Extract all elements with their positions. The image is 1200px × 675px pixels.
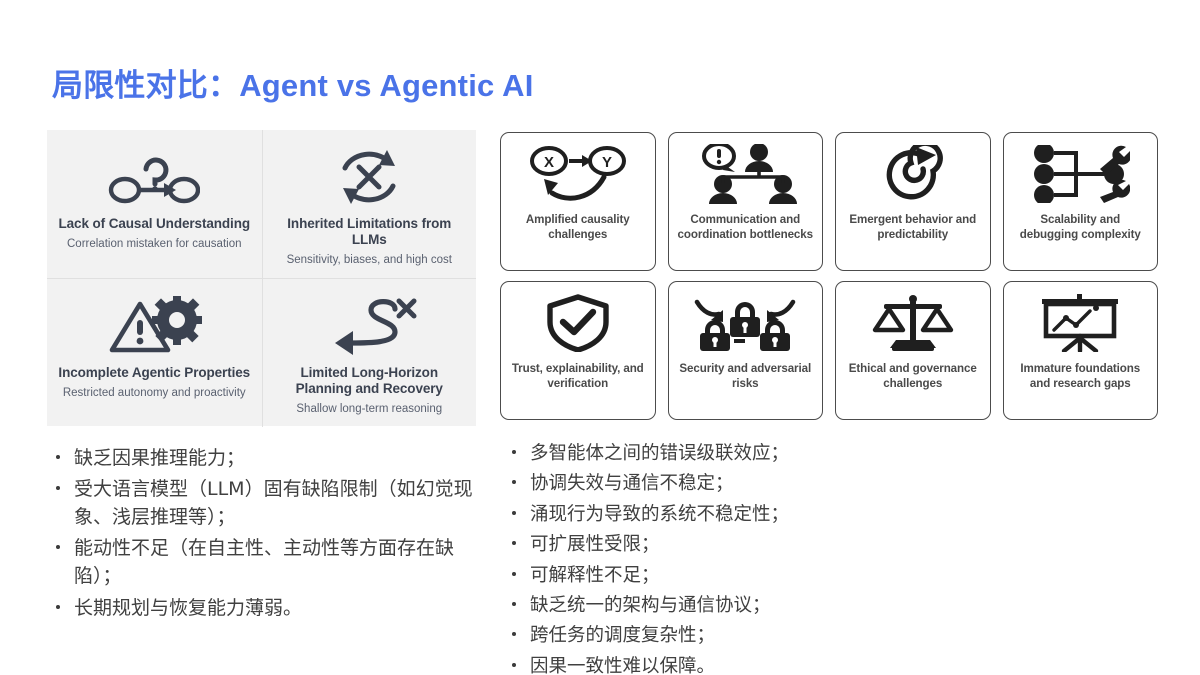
challenge-label-7: Immature foundations and research gaps: [1020, 362, 1141, 391]
agent-limitation-subtitle-3: Shallow long-term reasoning: [296, 403, 443, 416]
challenge-label-4: Trust, explainability, and verification: [511, 362, 644, 391]
causal-arrow-question-icon: [108, 144, 201, 210]
bullet-text: 受大语言模型（LLM）固有缺陷限制（如幻觉现象、浅层推理等）；: [74, 478, 473, 529]
bullet-text: 因果一致性难以保障。: [530, 655, 716, 675]
bullet-dot-icon: [512, 510, 516, 515]
challenge-label-6: Ethical and governance challenges: [848, 362, 977, 391]
bullet-text: 缺乏因果推理能力；: [74, 447, 246, 469]
challenge-card-3: Scalability and debugging complexity: [1002, 132, 1158, 271]
agent-limitation-cell-2: Incomplete Agentic Properties Restricted…: [47, 277, 262, 427]
challenge-label-1: Communication and coordination bottlenec…: [677, 213, 814, 242]
bullet-dot-icon: [56, 545, 60, 550]
challenge-label-0: Amplified causality challenges: [525, 213, 630, 242]
list-item: 跨任务的调度复杂性；: [508, 622, 928, 649]
svg-text:X: X: [544, 154, 554, 171]
challenge-label-2: Emergent behavior and predictability: [849, 213, 977, 242]
shield-check-icon: [546, 292, 610, 354]
agent-limitation-title-1: Inherited Limitations from LLMs: [287, 216, 452, 248]
bullet-dot-icon: [512, 541, 516, 546]
challenge-card-5: Security and adversarial risks: [667, 281, 823, 420]
bullet-dot-icon: [56, 486, 60, 491]
list-item: 受大语言模型（LLM）固有缺陷限制（如幻觉现象、浅层推理等）；: [52, 475, 492, 531]
challenge-card-2: Emergent behavior and predictability: [835, 132, 991, 271]
agent-limitation-title-3: Limited Long-Horizon Planning and Recove…: [295, 364, 443, 396]
balance-scales-icon: [870, 292, 956, 354]
agent-limitation-subtitle-1: Sensitivity, biases, and high cost: [286, 254, 452, 267]
padlocks-icon: [693, 292, 797, 354]
list-item: 多智能体之间的错误级联效应；: [508, 440, 928, 467]
bullet-dot-icon: [512, 480, 516, 485]
challenge-card-1: Communication and coordination bottlenec…: [667, 132, 823, 271]
bullet-dot-icon: [56, 604, 60, 609]
challenge-card-7: Immature foundations and research gaps: [1002, 281, 1158, 420]
bullet-text: 涌现行为导致的系统不稳定性；: [530, 503, 790, 525]
bullet-dot-icon: [512, 571, 516, 576]
bullet-text: 跨任务的调度复杂性；: [530, 625, 716, 647]
presentation-chart-icon: [1036, 292, 1124, 354]
page-title: 局限性对比：Agent vs Agentic AI: [52, 68, 534, 103]
bullet-text: 可解释性不足；: [530, 564, 660, 586]
agent-limitations-panel: Lack of Causal Understanding Correlation…: [47, 130, 477, 427]
list-item: 缺乏因果推理能力；: [52, 444, 492, 472]
list-item: 能动性不足（在自主性、主动性等方面存在缺陷）；: [52, 534, 492, 590]
challenge-card-4: Trust, explainability, and verification: [500, 281, 656, 420]
bullet-text: 缺乏统一的架构与通信协议；: [530, 594, 771, 616]
agentic-ai-bullet-list: 多智能体之间的错误级联效应； 协调失效与通信不稳定； 涌现行为导致的系统不稳定性…: [508, 440, 928, 675]
people-hierarchy-alert-icon: [693, 143, 798, 205]
list-item: 可解释性不足；: [508, 562, 928, 589]
bullet-text: 多智能体之间的错误级联效应；: [530, 443, 790, 464]
challenge-label-3: Scalability and debugging complexity: [1019, 213, 1141, 242]
bullet-text: 长期规划与恢复能力薄弱。: [74, 596, 303, 619]
bullet-text: 协调失效与通信不稳定；: [530, 473, 734, 495]
list-item: 长期规划与恢复能力薄弱。: [52, 594, 492, 622]
challenge-label-5: Security and adversarial risks: [679, 362, 812, 391]
bullet-dot-icon: [512, 632, 516, 637]
bullet-dot-icon: [56, 455, 60, 459]
challenge-card-6: Ethical and governance challenges: [835, 281, 991, 420]
spiral-arrow-icon: [878, 143, 948, 205]
svg-text:Y: Y: [602, 154, 612, 171]
network-nodes-wrench-icon: [1030, 143, 1131, 205]
agent-limitation-subtitle-0: Correlation mistaken for causation: [67, 238, 242, 251]
bullet-text: 能动性不足（在自主性、主动性等方面存在缺陷）；: [74, 537, 455, 588]
list-item: 因果一致性难以保障。: [508, 653, 928, 675]
bullet-dot-icon: [512, 450, 516, 454]
x-to-y-causality-loop-icon: X Y: [526, 143, 630, 205]
challenge-card-0: X Y Amplified causality challenges: [500, 132, 656, 271]
agent-limitation-cell-0: Lack of Causal Understanding Correlation…: [47, 130, 262, 278]
agent-limitation-cell-1: Inherited Limitations from LLMs Sensitiv…: [261, 130, 477, 278]
list-item: 涌现行为导致的系统不稳定性；: [508, 501, 928, 528]
agent-limitation-title-2: Incomplete Agentic Properties: [58, 364, 251, 380]
list-item: 可扩展性受限；: [508, 531, 928, 558]
agent-limitation-cell-3: Limited Long-Horizon Planning and Recove…: [261, 277, 476, 427]
warning-triangle-gear-icon: [106, 293, 203, 359]
agent-bullet-list: 缺乏因果推理能力； 受大语言模型（LLM）固有缺陷限制（如幻觉现象、浅层推理等）…: [52, 444, 492, 625]
agent-limitation-title-0: Lack of Causal Understanding: [58, 216, 251, 231]
agentic-ai-challenges-panel: X Y Amplified causality challenges: [500, 132, 1158, 420]
list-item: 缺乏统一的架构与通信协议；: [508, 592, 928, 619]
circular-arrows-cross-icon: [329, 144, 409, 210]
bullet-text: 可扩展性受限；: [530, 534, 660, 556]
list-item: 协调失效与通信不稳定；: [508, 470, 928, 497]
agent-limitation-subtitle-2: Restricted autonomy and proactivity: [62, 386, 246, 399]
bullet-dot-icon: [512, 662, 516, 667]
bullet-dot-icon: [512, 601, 516, 606]
winding-path-cross-arrow-icon: [321, 293, 417, 359]
